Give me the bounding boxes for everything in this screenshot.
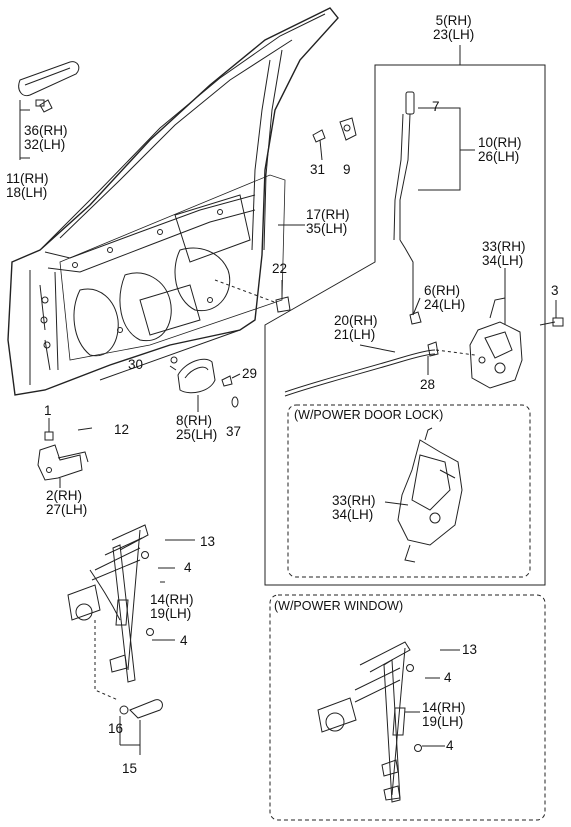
label-5-23: 5(RH) 23(LH) — [433, 14, 474, 42]
label-line: 32(LH) — [24, 137, 66, 152]
label-22: 22 — [272, 261, 288, 276]
label-line: 34(LH) — [482, 253, 524, 268]
label-10-26: 10(RH) 26(LH) — [478, 136, 522, 164]
label-line: 34(LH) — [332, 507, 374, 522]
label-14-19-power: 14(RH) 19(LH) — [422, 701, 466, 729]
label-1: 1 — [44, 403, 52, 418]
label-28: 28 — [420, 377, 436, 392]
power-window-regulator — [317, 641, 422, 803]
label-line: 33(RH) — [332, 493, 376, 508]
label-37: 37 — [226, 424, 242, 439]
box-title-power-window: (W/POWER WINDOW) — [272, 599, 406, 613]
label-line: 19(LH) — [422, 714, 464, 729]
window-regulator — [67, 524, 154, 683]
label-line: 25(LH) — [176, 427, 218, 442]
label-line: 2(RH) — [46, 488, 82, 503]
label-9: 9 — [343, 162, 351, 177]
label-line: 26(LH) — [478, 149, 520, 164]
inside-handle — [177, 358, 216, 394]
label-2-27: 2(RH) 27(LH) — [46, 489, 87, 517]
label-line: 35(LH) — [306, 221, 348, 236]
label-8-25: 8(RH) 25(LH) — [176, 414, 217, 442]
label-line: 21(LH) — [334, 327, 376, 342]
label-line: 5(RH) — [435, 13, 472, 28]
label-33-34: 33(RH) 34(LH) — [482, 240, 526, 268]
label-3: 3 — [551, 283, 559, 298]
label-line: 36(RH) — [24, 123, 68, 138]
label-line: 14(RH) — [422, 700, 466, 715]
power-door-latch — [397, 427, 463, 563]
label-line: 20(RH) — [334, 313, 378, 328]
label-line: 14(RH) — [150, 592, 194, 607]
label-4-c: 4 — [444, 670, 452, 685]
label-33-34-power: 33(RH) 34(LH) — [332, 494, 376, 522]
label-line: 18(LH) — [6, 185, 48, 200]
label-36-32: 36(RH) 32(LH) — [24, 124, 68, 152]
label-29: 29 — [242, 366, 258, 381]
label-30: 30 — [128, 357, 144, 372]
label-line: 33(RH) — [482, 239, 526, 254]
label-4-a: 4 — [184, 560, 192, 575]
label-13-power: 13 — [462, 642, 478, 657]
door-panel — [7, 7, 339, 396]
label-20-21: 20(RH) 21(LH) — [334, 314, 378, 342]
label-4-d: 4 — [446, 738, 454, 753]
label-13: 13 — [200, 534, 216, 549]
label-6-24: 6(RH) 24(LH) — [424, 284, 465, 312]
label-31: 31 — [310, 162, 326, 177]
label-4-b: 4 — [180, 633, 188, 648]
label-line: 8(RH) — [176, 413, 212, 428]
label-12: 12 — [114, 422, 130, 437]
label-line: 23(LH) — [433, 27, 475, 42]
label-line: 27(LH) — [46, 502, 88, 517]
label-line: 19(LH) — [150, 606, 192, 621]
label-line: 6(RH) — [424, 283, 460, 298]
label-11-18: 11(RH) 18(LH) — [6, 172, 49, 200]
box-title-power-door-lock: (W/POWER DOOR LOCK) — [292, 408, 446, 422]
label-15: 15 — [122, 761, 138, 776]
label-17-35: 17(RH) 35(LH) — [306, 208, 350, 236]
label-16: 16 — [108, 721, 124, 736]
door-hinge — [37, 431, 89, 481]
label-line: 10(RH) — [478, 135, 522, 150]
label-line: 17(RH) — [306, 207, 350, 222]
label-line: 24(LH) — [424, 297, 466, 312]
outside-handle — [18, 61, 80, 107]
door-latch — [469, 297, 523, 389]
label-14-19: 14(RH) 19(LH) — [150, 593, 194, 621]
label-7: 7 — [432, 99, 440, 114]
label-line: 11(RH) — [6, 171, 49, 186]
